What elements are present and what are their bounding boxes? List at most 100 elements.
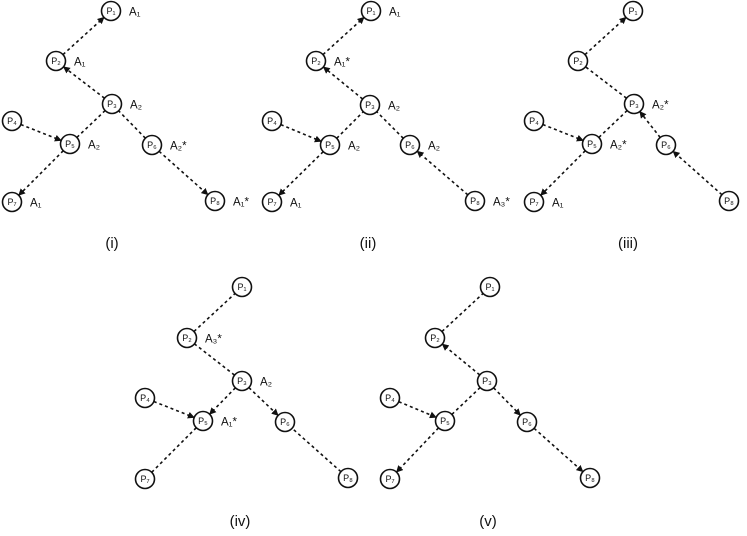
node-circle bbox=[360, 0, 382, 22]
node-label: P₈ bbox=[724, 196, 734, 206]
node-label: P₇ bbox=[529, 197, 538, 207]
node-label: P₈ bbox=[210, 196, 220, 206]
edge-p8-p6 bbox=[533, 427, 584, 473]
node-p1: P₁ bbox=[622, 0, 644, 22]
node-p5: P₅ A₂ bbox=[319, 134, 360, 156]
edge-p3-p5 bbox=[209, 387, 236, 415]
node-p4: P₄ bbox=[523, 110, 545, 132]
node-circle bbox=[59, 133, 81, 155]
node-p5: P₅ bbox=[434, 410, 456, 432]
edge-p7-p5 bbox=[278, 151, 324, 196]
node-label: P₅ bbox=[198, 416, 208, 426]
edge-p7-p5 bbox=[18, 150, 64, 196]
edge-p2-p1 bbox=[193, 292, 236, 333]
edge-p4-p5 bbox=[280, 123, 322, 143]
node-tag: A₁* bbox=[334, 57, 351, 69]
node-label: P₂ bbox=[51, 56, 61, 66]
node-tag: A₂ bbox=[348, 141, 360, 153]
node-label: P₆ bbox=[147, 140, 157, 150]
node-tag: A₂* bbox=[610, 140, 627, 152]
node-circle bbox=[479, 276, 501, 298]
node-label: P₇ bbox=[140, 474, 149, 484]
node-circle bbox=[1, 110, 23, 132]
node-circle bbox=[523, 110, 545, 132]
node-label: P₃ bbox=[107, 99, 117, 109]
node-circle bbox=[192, 410, 214, 432]
node-p4: P₄ bbox=[379, 387, 401, 409]
edge-p8-p6 bbox=[416, 150, 469, 196]
node-circle bbox=[231, 276, 253, 298]
panel-caption: (v) bbox=[479, 513, 497, 530]
node-tag: A₂* bbox=[652, 100, 669, 112]
edge-p4-p5 bbox=[153, 400, 195, 419]
node-p2: P₂ A₁ bbox=[45, 50, 86, 72]
node-circle bbox=[718, 190, 740, 212]
node-circle bbox=[319, 134, 341, 156]
node-circle bbox=[176, 327, 198, 349]
node-label: P₃ bbox=[482, 376, 492, 386]
node-tag: A₂* bbox=[170, 141, 187, 153]
node-p4: P₄ bbox=[261, 110, 283, 132]
node-label: P₆ bbox=[522, 417, 532, 427]
node-tag: A₁ bbox=[290, 198, 302, 210]
node-label: P₁ bbox=[366, 6, 375, 16]
node-circle bbox=[379, 387, 401, 409]
edge-p5-p3 bbox=[451, 387, 481, 415]
node-circle bbox=[274, 411, 296, 433]
node-p8: P₈ bbox=[337, 467, 359, 489]
node-p6: P₆ A₂* bbox=[141, 134, 187, 156]
node-p1: P₁ bbox=[231, 276, 253, 298]
node-circle bbox=[434, 410, 456, 432]
node-tag: A₃* bbox=[493, 197, 510, 209]
node-label: P₆ bbox=[661, 140, 671, 150]
edge-p2-p1 bbox=[322, 16, 365, 56]
node-circle bbox=[261, 110, 283, 132]
edge-p3-p2 bbox=[62, 66, 105, 99]
edge-p2-p1 bbox=[584, 16, 627, 56]
node-tag: A₁ bbox=[74, 57, 86, 69]
edge-p6-p3 bbox=[118, 110, 146, 139]
node-p4: P₄ bbox=[134, 387, 156, 409]
panel-caption: (iii) bbox=[618, 235, 638, 252]
edge-p4-p5 bbox=[20, 123, 62, 142]
node-circle bbox=[567, 50, 589, 72]
node-label: P₅ bbox=[65, 139, 75, 149]
node-tag: A₂ bbox=[260, 377, 272, 389]
edge-p3-p2 bbox=[322, 66, 364, 100]
node-label: P₄ bbox=[385, 393, 395, 403]
node-label: P₁ bbox=[237, 282, 246, 292]
node-label: P₃ bbox=[365, 100, 375, 110]
node-circle bbox=[579, 467, 601, 489]
node-circle bbox=[261, 191, 283, 213]
node-label: P₄ bbox=[529, 116, 539, 126]
node-circle bbox=[134, 387, 156, 409]
node-p7: P₇ bbox=[379, 468, 401, 490]
node-label: P₈ bbox=[585, 473, 595, 483]
node-label: P₅ bbox=[325, 140, 335, 150]
node-circle bbox=[45, 50, 67, 72]
node-label: P₈ bbox=[343, 473, 353, 483]
node-tag: A₂ bbox=[428, 141, 440, 153]
node-circle bbox=[581, 133, 603, 155]
node-circle bbox=[476, 370, 498, 392]
node-p2: P₂ bbox=[567, 50, 589, 72]
node-p7: P₇ bbox=[134, 468, 156, 490]
node-p6: P₆ bbox=[516, 411, 538, 433]
node-tag: A₂ bbox=[88, 140, 100, 152]
node-label: P₃ bbox=[237, 376, 247, 386]
edge-p6-p3 bbox=[248, 387, 279, 416]
node-label: P₅ bbox=[440, 416, 450, 426]
node-circle bbox=[523, 191, 545, 213]
